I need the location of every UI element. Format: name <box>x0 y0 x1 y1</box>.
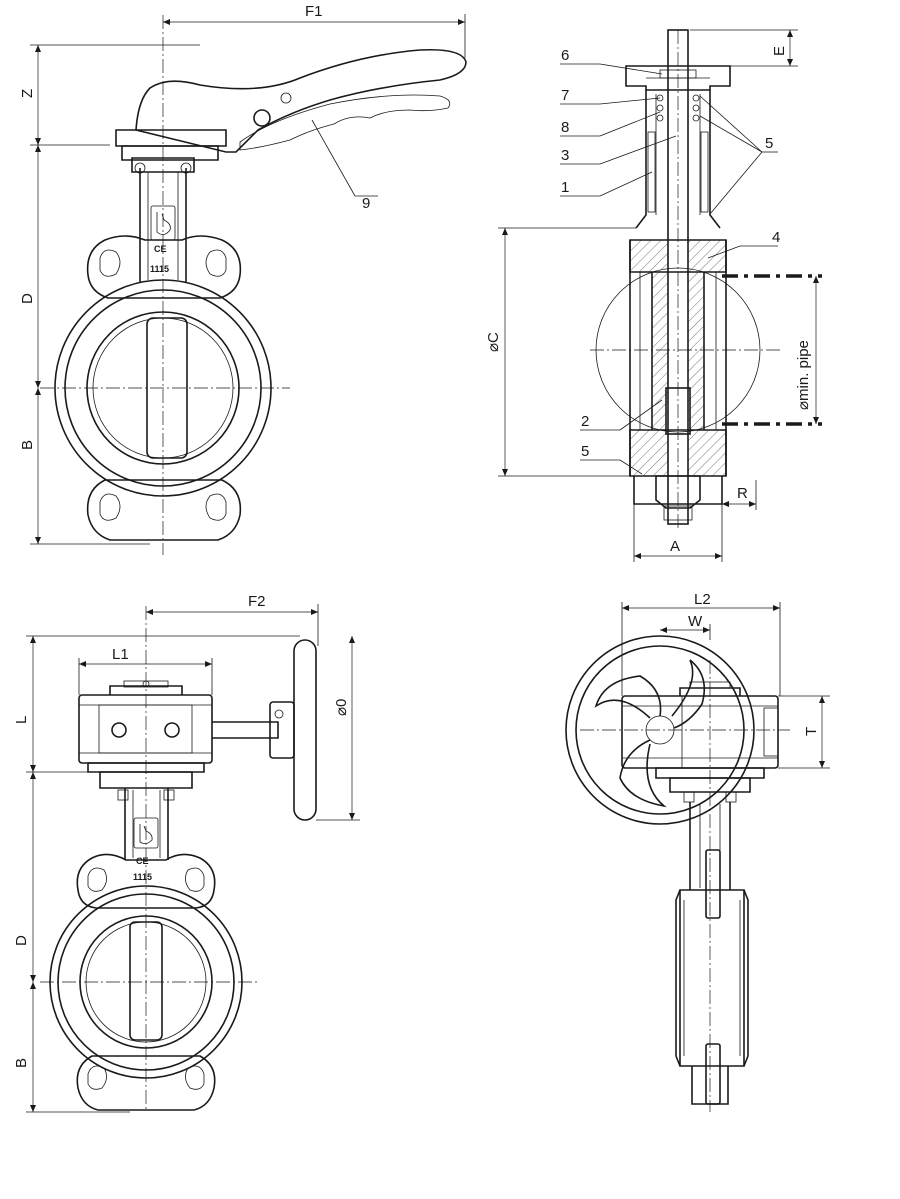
dim-l1: L1 <box>112 646 129 663</box>
dim-b-gear: B <box>13 1058 30 1068</box>
lever-body-mark: 1115 <box>150 264 169 274</box>
dim-o: 0 <box>333 699 350 707</box>
callout-9: 9 <box>362 195 370 212</box>
callout-6: 6 <box>561 47 569 64</box>
dim-b-lever: B <box>19 440 36 450</box>
dim-c: C <box>485 332 502 343</box>
dim-l: L <box>13 716 30 724</box>
dim-f2: F2 <box>248 593 266 610</box>
dim-d-gear: D <box>13 935 30 946</box>
svg-text:CE: CE <box>154 244 167 254</box>
dim-a: A <box>670 538 680 555</box>
gear-front-view: L2 W T <box>565 591 830 1112</box>
callout-5-top: 5 <box>765 135 773 152</box>
dim-d-lever: D <box>19 293 36 304</box>
dim-l2: L2 <box>694 591 711 608</box>
dim-w: W <box>688 613 703 630</box>
callout-8: 8 <box>561 119 569 136</box>
dim-min-pipe: min. pipe <box>795 340 812 401</box>
callout-4: 4 <box>772 229 780 246</box>
dim-r: R <box>737 485 748 502</box>
svg-text:⌀0: ⌀0 <box>333 699 350 716</box>
gear-side-view: CE 1115 F2 L1 L D B <box>13 593 360 1113</box>
svg-text:⌀C: ⌀C <box>485 332 502 352</box>
callout-5-bottom: 5 <box>581 443 589 460</box>
callout-7: 7 <box>561 87 569 104</box>
dim-t: T <box>803 727 820 736</box>
callout-2: 2 <box>581 413 589 430</box>
svg-text:CE: CE <box>136 856 149 866</box>
dim-z: Z <box>19 89 36 98</box>
callout-3: 3 <box>561 147 569 164</box>
dim-f1: F1 <box>305 3 323 20</box>
section-view: E ⌀C ⌀min. pipe R A 6 7 8 3 1 <box>485 29 822 562</box>
gear-side-body-mark: 1115 <box>133 872 152 882</box>
lever-view: CE 1115 F1 Z D B 9 <box>19 3 467 555</box>
dim-e: E <box>771 46 788 56</box>
svg-text:⌀min. pipe: ⌀min. pipe <box>795 340 812 410</box>
callout-1: 1 <box>561 179 569 196</box>
